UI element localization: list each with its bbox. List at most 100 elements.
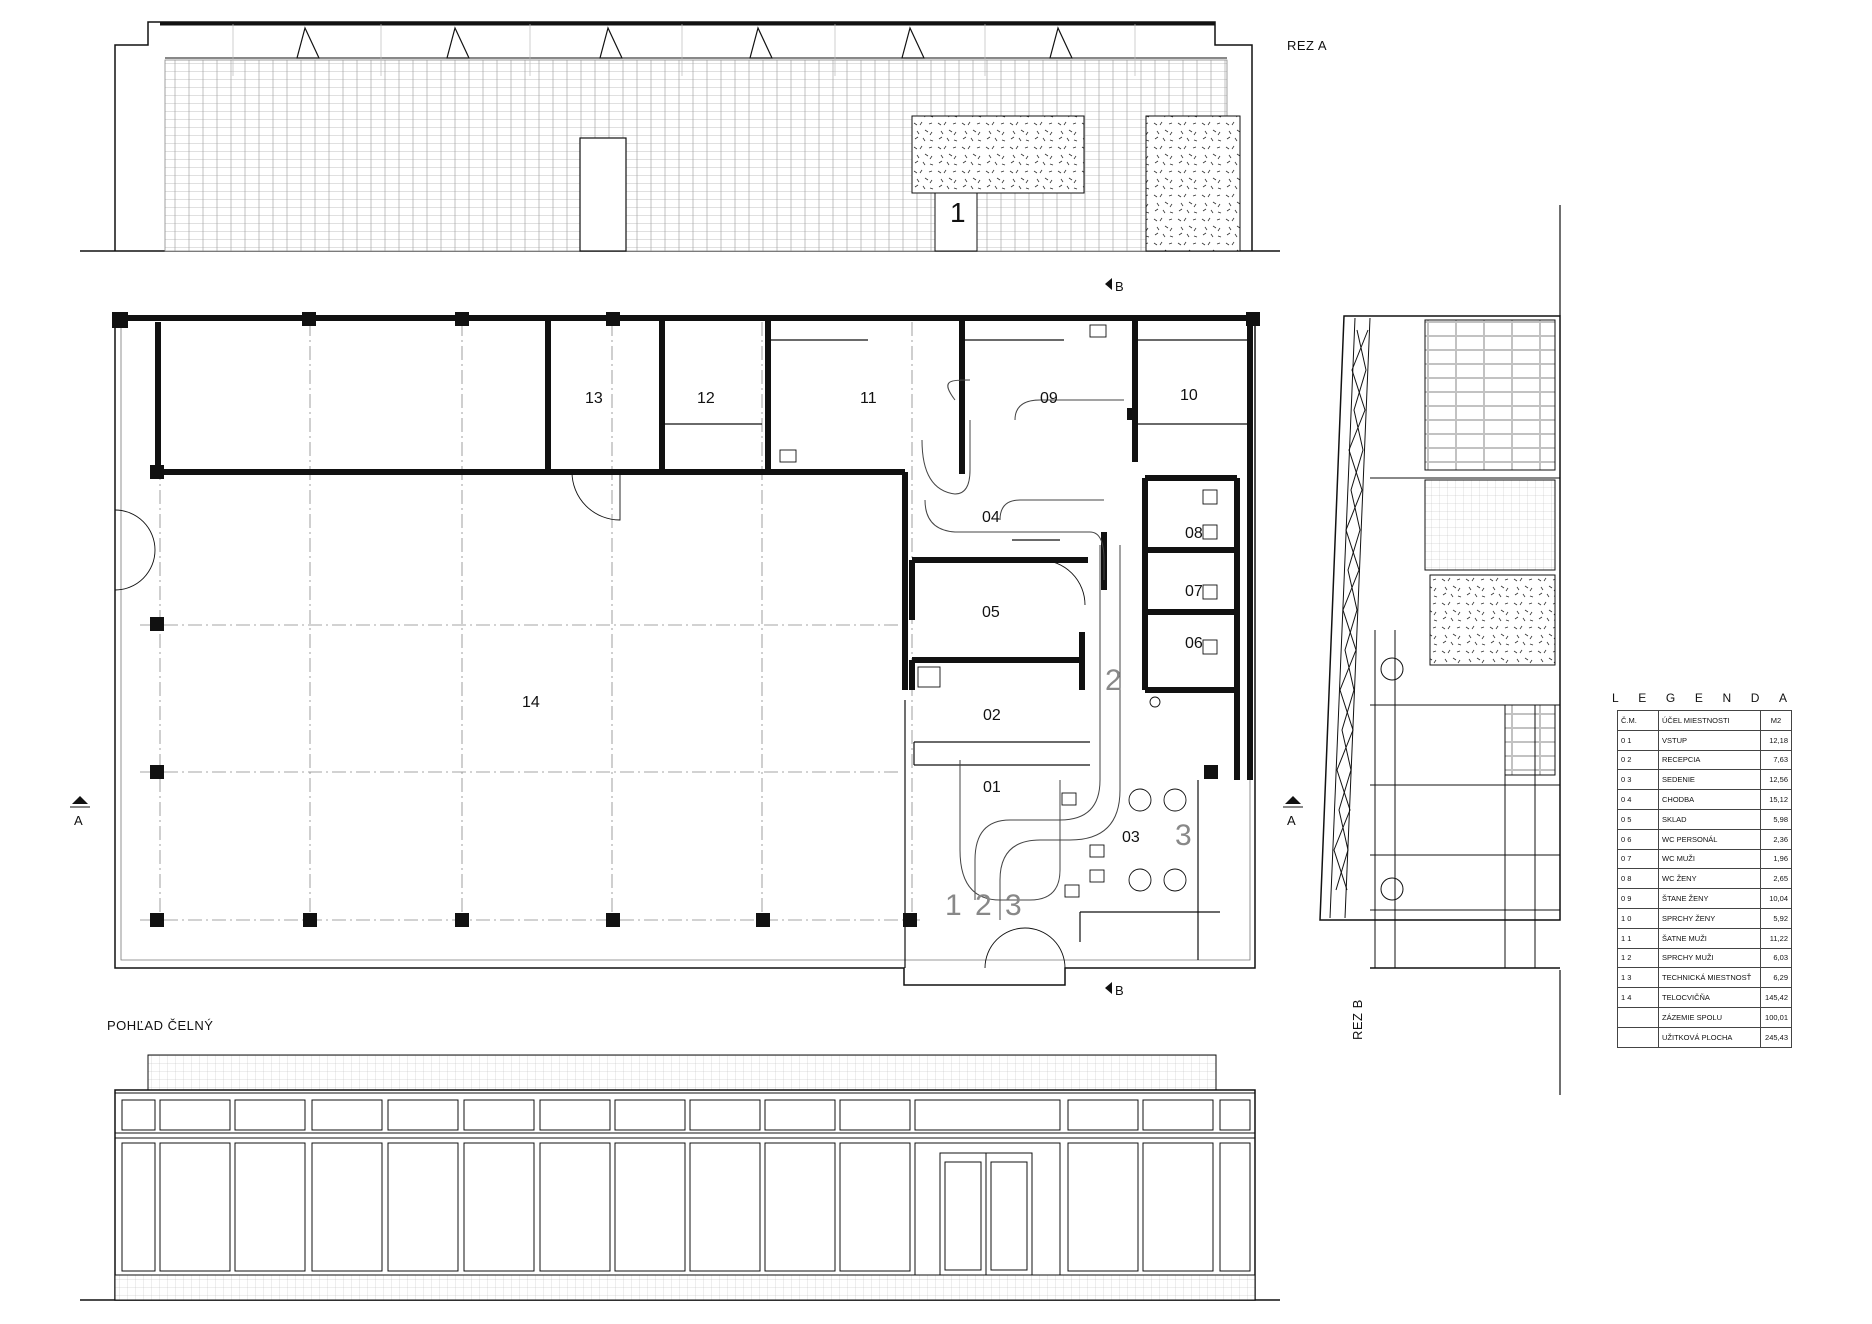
room-09-label: 09 (1040, 390, 1058, 407)
legend-purpose: CHODBA (1658, 789, 1761, 810)
section-a-numeral: 1 (950, 197, 966, 228)
room-10-label: 10 (1180, 387, 1198, 404)
legend-purpose: ZÁZEMIE SPOLU (1658, 1006, 1761, 1028)
room-13-label: 13 (585, 390, 603, 407)
room-08-label: 08 (1185, 525, 1203, 542)
legend-number: 1 2 (1617, 947, 1659, 969)
legend-number: 1 1 (1617, 927, 1659, 949)
legend-title: L E G E N D A (1612, 691, 1787, 705)
legend-title-letter: L (1612, 691, 1619, 705)
legend-number: 0 3 (1617, 769, 1659, 791)
legend-area: 5,98 (1760, 808, 1792, 830)
floor-numeral-3: 3 (1005, 889, 1022, 922)
room-01-label: 01 (983, 779, 1001, 796)
legend-title-letter: A (1778, 691, 1787, 705)
legend-area: 6,03 (1760, 947, 1792, 969)
floor-numeral-2b: 2 (1105, 664, 1122, 697)
legend-number: 0 1 (1617, 729, 1659, 751)
legend-header-number: Č.M. (1617, 710, 1659, 731)
room-05-label: 05 (982, 604, 1000, 621)
floor-numeral-1: 1 (945, 889, 962, 922)
legend-number: 0 4 (1617, 789, 1659, 810)
legend-area: 7,63 (1760, 749, 1792, 771)
legend-number: 0 2 (1617, 749, 1659, 771)
legend-title-letter: N (1722, 691, 1732, 705)
legend-number: 1 3 (1617, 967, 1659, 989)
section-b-title: REZ B (1350, 999, 1365, 1040)
legend-purpose: VSTUP (1658, 729, 1761, 751)
legend-purpose: SPRCHY ŽENY (1658, 907, 1761, 929)
legend-purpose: RECEPCIA (1658, 749, 1761, 771)
room-12-label: 12 (697, 390, 715, 407)
legend-number: 1 4 (1617, 987, 1659, 1008)
legend-area: 1,96 (1760, 848, 1792, 870)
legend-area: 11,22 (1760, 927, 1792, 949)
room-04-label: 04 (982, 509, 1000, 526)
room-11-label: 11 (860, 390, 877, 407)
legend-purpose: TELOCVIČŇA (1658, 987, 1761, 1008)
legend-number: 0 5 (1617, 808, 1659, 830)
legend-purpose: ŠATNE MUŽI (1658, 927, 1761, 949)
legend-header-purpose: ÚČEL MIESTNOSTI (1658, 710, 1761, 731)
legend-title-letter: G (1665, 691, 1676, 705)
legend-number: 0 6 (1617, 828, 1659, 850)
front-elevation-drawing (80, 1054, 1280, 1301)
legend-number: 1 0 (1617, 907, 1659, 929)
room-02-label: 02 (983, 707, 1001, 724)
legend-area: 6,29 (1760, 967, 1792, 989)
legend-purpose: WC PERSONÁL (1658, 828, 1761, 850)
legend-header-area: M2 (1760, 710, 1792, 731)
section-marker-b-bottom: B (1115, 983, 1124, 998)
room-07-label: 07 (1185, 583, 1203, 600)
legend-purpose: SKLAD (1658, 808, 1761, 830)
legend-purpose: WC MUŽI (1658, 848, 1761, 870)
legend-area: 100,01 (1760, 1006, 1792, 1028)
room-06-label: 06 (1185, 635, 1203, 652)
legend-purpose: TECHNICKÁ MIESTNOSŤ (1658, 967, 1761, 989)
section-b-drawing (1319, 205, 1561, 1095)
legend-area: 2,36 (1760, 828, 1792, 850)
legend-area: 10,04 (1760, 888, 1792, 909)
legend-area: 12,18 (1760, 729, 1792, 751)
floor-numeral-3b: 3 (1175, 819, 1192, 852)
legend-number (1617, 1026, 1659, 1048)
floor-plan (70, 278, 1303, 994)
section-a-drawing (80, 21, 1280, 252)
room-labels: 01 02 03 04 05 06 07 08 09 10 11 12 13 1… (522, 387, 1203, 846)
legend-purpose: UŽITKOVÁ PLOCHA (1658, 1026, 1761, 1048)
legend-area: 12,56 (1760, 769, 1792, 791)
section-marker-a-left: A (74, 813, 83, 828)
legend-purpose: SEDENIE (1658, 769, 1761, 791)
legend-area: 15,12 (1760, 789, 1792, 810)
floor-numerals: 1 2 3 2 3 (945, 664, 1192, 922)
legend-header-row: Č.M. ÚČEL MIESTNOSTI M2 (1617, 710, 1792, 731)
legend-area: 2,65 (1760, 868, 1792, 890)
room-03-label: 03 (1122, 829, 1140, 846)
section-a-title: REZ A (1287, 38, 1327, 53)
legend-number (1617, 1006, 1659, 1028)
section-marker-a-right: A (1287, 813, 1296, 828)
legend-title-letter: D (1750, 691, 1760, 705)
legend-purpose: WC ŽENY (1658, 868, 1761, 890)
legend-title-letter: E (1638, 691, 1647, 705)
legend-area: 145,42 (1760, 987, 1792, 1008)
legend-number: 0 8 (1617, 868, 1659, 890)
front-view-title: POHĽAD ČELNÝ (107, 1018, 213, 1033)
